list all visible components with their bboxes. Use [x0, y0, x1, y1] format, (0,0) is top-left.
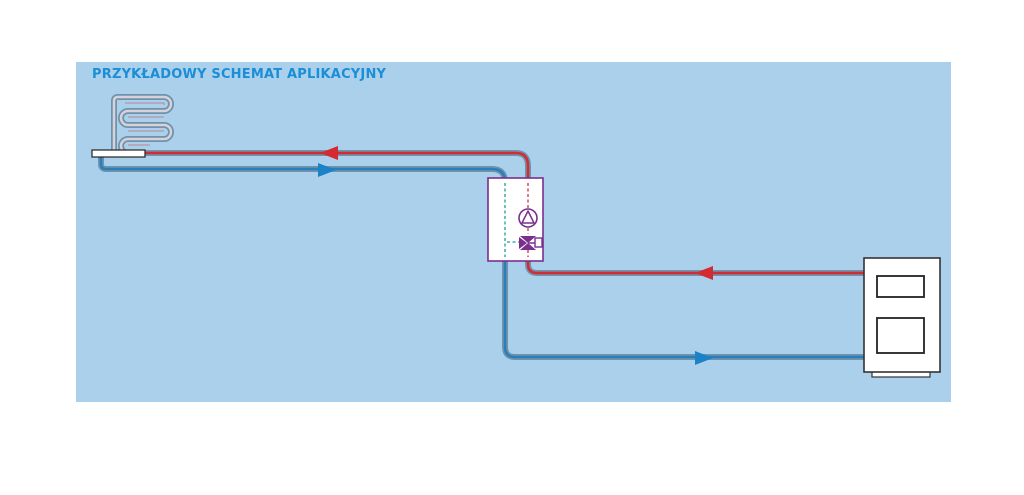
flow-arrow-supply-bottom: [695, 266, 713, 280]
return-pipe-floor: [98, 152, 508, 183]
return-pipe-boiler: [502, 259, 864, 360]
boiler-door: [876, 317, 925, 354]
coil-inner-pipe: [112, 95, 173, 155]
supply-pipe-boiler: [525, 259, 864, 276]
diagram-title: PRZYKŁADOWY SCHEMAT APLIKACYJNY: [92, 67, 387, 82]
floor-heating-coil-icon: [111, 94, 174, 156]
coil-heat-lines: [125, 102, 165, 146]
manifold-bar: [91, 149, 146, 158]
flow-arrow-supply-top: [320, 146, 338, 160]
flow-arrow-return-top: [318, 163, 336, 177]
supply-pipe-floor: [145, 150, 531, 182]
mixing-module-icon: [487, 177, 544, 262]
flow-arrow-return-bottom: [695, 351, 713, 365]
boiler-control-panel: [876, 275, 925, 298]
boiler-icon: [863, 257, 941, 378]
valve-actuator: [534, 237, 543, 248]
circulation-pump-icon: [518, 208, 538, 228]
three-way-mixing-valve-icon: [519, 236, 543, 250]
